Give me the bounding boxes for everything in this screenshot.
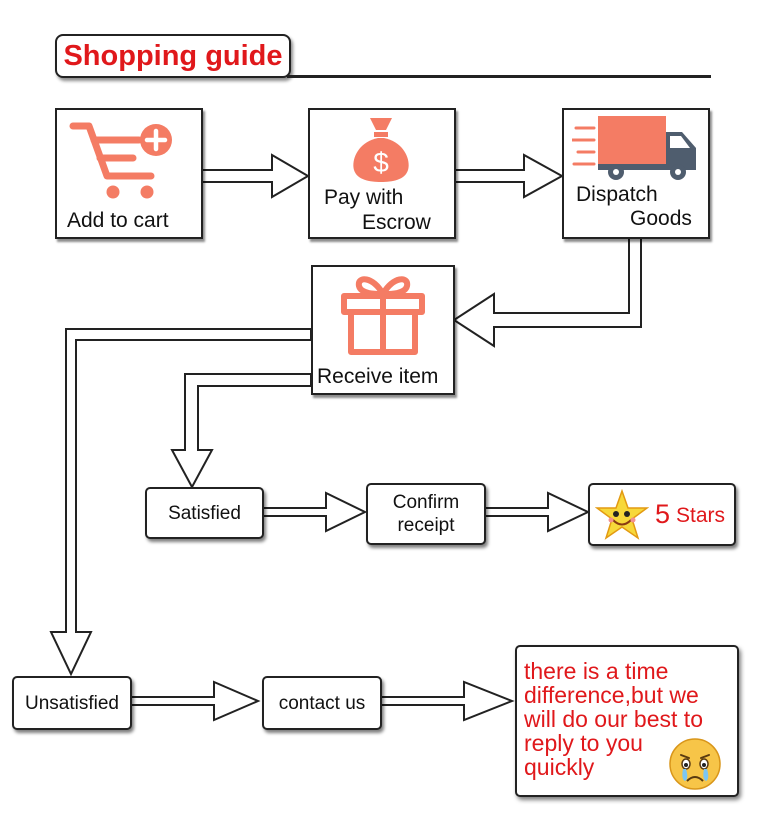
note-line: reply to you [524,730,643,756]
satisfied-label: Satisfied [168,502,241,524]
arrow-pay-to-dispatch [453,153,565,199]
stars-word: Stars [676,504,726,527]
note-line: difference,but we [524,682,699,708]
contact-label: contact us [278,692,366,714]
arrow-receive-to-unsatisfied [49,328,312,677]
title-box: Shopping guide [55,34,291,78]
step-pay-escrow: $ Pay with Escrow [308,108,456,239]
step-label-receive: Receive item [317,365,439,388]
arrow-contact-to-note [379,680,515,722]
step-dispatch-goods: Dispatch Goods [562,108,710,239]
gift-box-icon [341,276,425,355]
note-line: will do our best to [524,706,703,732]
delivery-truck-icon [572,116,696,180]
contact-us-box: contact us [262,676,382,730]
svg-text:$: $ [373,147,389,178]
confirm-line2-label: receipt [397,515,455,536]
apology-note-text: there is a time difference,but we will d… [524,659,703,779]
confirm-line1-label: Confirm [392,492,460,513]
arrow-confirm-to-stars [483,491,591,533]
smiling-star-icon [595,488,649,540]
arrow-cart-to-pay [200,153,310,199]
step-label-add-to-cart: Add to cart [67,209,169,232]
step-label-dispatch-line2: Goods [630,207,692,230]
money-bag-icon: $ [353,118,409,182]
page-title: Shopping guide [63,39,283,72]
step-receive-item: Receive item [311,265,455,395]
step-label-pay-line2: Escrow [362,211,431,234]
step-label-pay-line1: Pay with [324,186,404,209]
arrow-receive-to-satisfied [170,373,312,490]
step-add-to-cart: Add to cart [55,108,203,239]
apology-note-box: there is a time difference,but we will d… [515,645,739,797]
title-underline [287,75,711,78]
unsatisfied-box: Unsatisfied [12,676,132,730]
cart-plus-icon [69,122,172,199]
stars-number: 5 [655,499,671,529]
satisfied-box: Satisfied [145,487,264,539]
arrow-satisfied-to-confirm [261,491,368,533]
arrow-dispatch-to-receive [452,236,642,348]
crying-face-icon [669,738,721,790]
note-line: there is a time [524,658,669,684]
arrow-unsatisfied-to-contact [130,680,261,722]
unsatisfied-label: Unsatisfied [25,692,119,714]
confirm-receipt-box: Confirm receipt [366,483,486,545]
step-label-dispatch-line1: Dispatch [576,183,658,206]
five-stars-box: 5 Stars [588,483,736,546]
note-line: quickly [524,754,595,780]
